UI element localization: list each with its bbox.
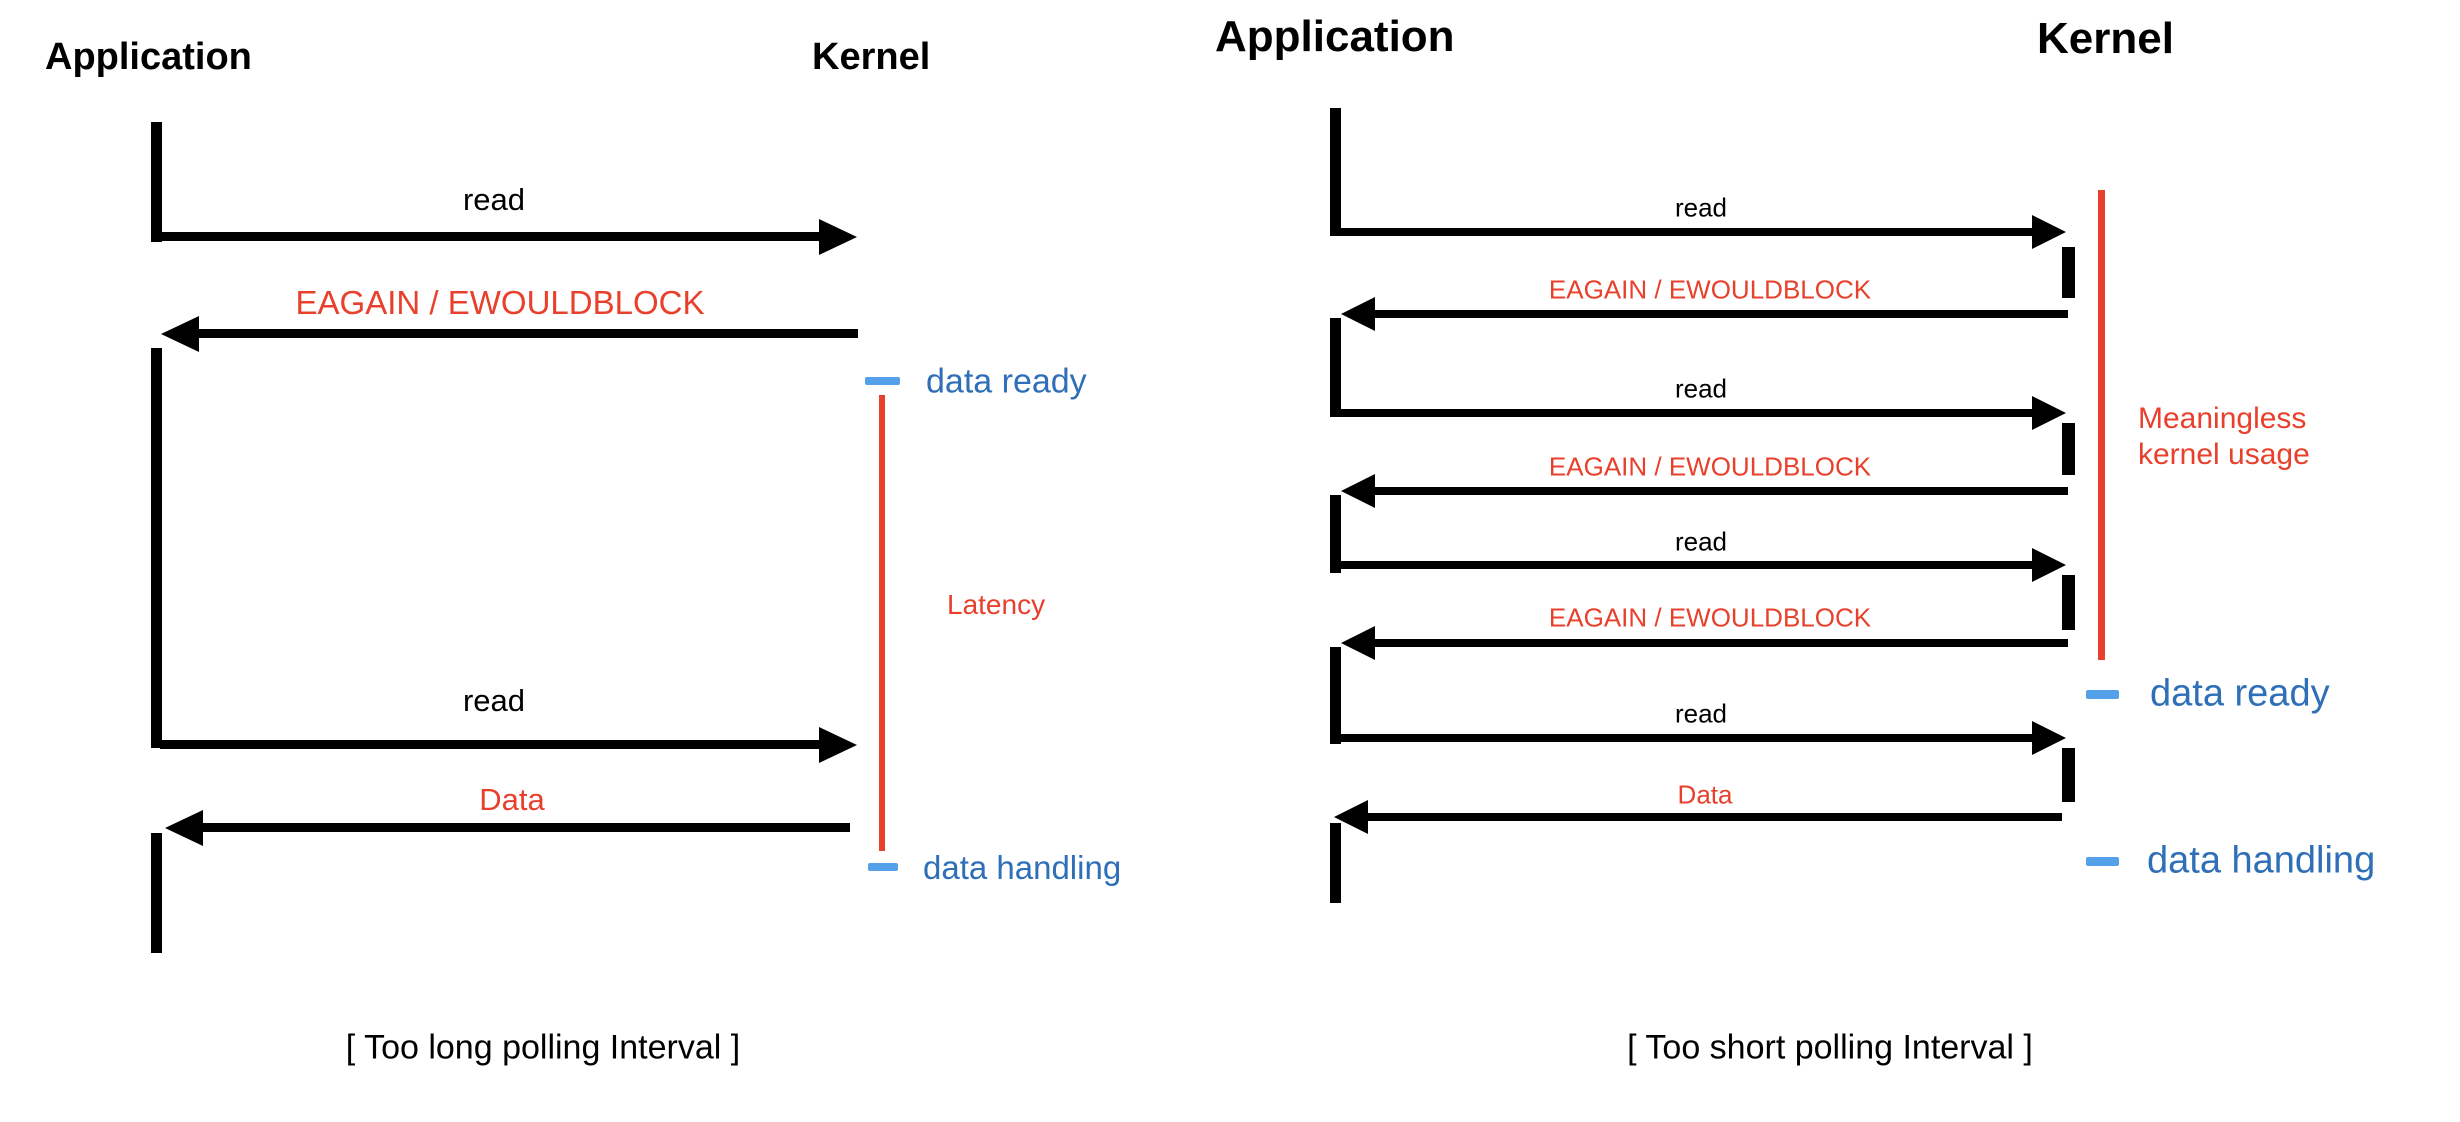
kernel-lifeline-segment	[2062, 247, 2075, 298]
meaningless-kernel-usage-label: Meaningless kernel usage	[2138, 402, 2310, 471]
arrowhead-icon	[2032, 721, 2066, 755]
arrowhead-icon	[1341, 474, 1375, 508]
latency-label: Latency	[947, 589, 1046, 620]
read-arrow	[1336, 548, 2066, 582]
read-arrow	[1336, 215, 2066, 249]
arrowhead-icon	[161, 315, 199, 352]
eagain-arrow	[1341, 297, 2068, 331]
read-arrow	[1336, 721, 2066, 755]
arrowhead-icon	[819, 726, 857, 763]
arrowhead-icon	[165, 809, 203, 846]
kernel-header: Kernel	[2037, 14, 2174, 63]
arrowhead-icon	[1334, 800, 1368, 834]
app-lifeline-segment	[151, 122, 162, 242]
kernel-lifeline-segment	[2062, 575, 2075, 630]
kernel-usage-line	[2098, 190, 2105, 660]
read-arrow	[156, 218, 857, 255]
data-label: Data	[479, 782, 545, 817]
data-handling-label: data handling	[923, 849, 1122, 886]
application-header: Application	[1215, 12, 1455, 61]
arrowhead-icon	[1341, 297, 1375, 331]
arrowhead-icon	[819, 218, 857, 255]
eagain-arrow	[1341, 626, 2068, 660]
read-label: read	[1674, 526, 1728, 557]
data-handling-label: data handling	[2147, 839, 2376, 882]
kernel-lifeline-segment	[2062, 423, 2075, 475]
data-label: Data	[1677, 779, 1733, 810]
read-arrow	[1336, 396, 2066, 430]
eagain-label: EAGAIN / EWOULDBLOCK	[1548, 602, 1872, 633]
read-label: read	[1674, 373, 1728, 404]
arrowhead-icon	[2032, 396, 2066, 430]
app-lifeline-segment	[151, 833, 162, 953]
data-ready-marker-icon	[2086, 690, 2119, 699]
application-header: Application	[45, 36, 252, 78]
kernel-lifeline-segment	[2062, 748, 2075, 802]
eagain-label: EAGAIN / EWOULDBLOCK	[1548, 451, 1872, 482]
read-label: read	[462, 182, 526, 217]
app-lifeline-segment	[1330, 108, 1341, 236]
app-lifeline-segment	[151, 348, 162, 748]
data-arrow	[165, 809, 850, 846]
eagain-arrow	[1341, 474, 2068, 508]
read-label: read	[1674, 192, 1728, 223]
left-caption: [ Too long polling Interval ]	[345, 1028, 741, 1067]
data-arrow	[1334, 800, 2062, 834]
data-ready-marker-icon	[865, 377, 900, 385]
data-ready-label: data ready	[926, 362, 1087, 401]
data-ready-label: data ready	[2150, 672, 2330, 715]
eagain-arrow	[161, 315, 858, 352]
data-handling-marker-icon	[868, 863, 898, 871]
app-lifeline-segment	[1330, 647, 1341, 744]
latency-line	[879, 395, 885, 851]
kernel-header: Kernel	[812, 36, 931, 78]
app-lifeline-segment	[1330, 823, 1341, 903]
app-lifeline-segment	[1330, 318, 1341, 417]
read-arrow	[160, 726, 857, 763]
read-label: read	[462, 683, 526, 718]
arrowhead-icon	[1341, 626, 1375, 660]
app-lifeline-segment	[1330, 495, 1341, 573]
read-label: read	[1674, 698, 1728, 729]
eagain-label: EAGAIN / EWOULDBLOCK	[1548, 274, 1872, 305]
right-caption: [ Too short polling Interval ]	[1627, 1028, 2033, 1067]
arrowhead-icon	[2032, 215, 2066, 249]
eagain-label: EAGAIN / EWOULDBLOCK	[295, 284, 705, 321]
arrowhead-icon	[2032, 548, 2066, 582]
data-handling-marker-icon	[2086, 857, 2119, 866]
